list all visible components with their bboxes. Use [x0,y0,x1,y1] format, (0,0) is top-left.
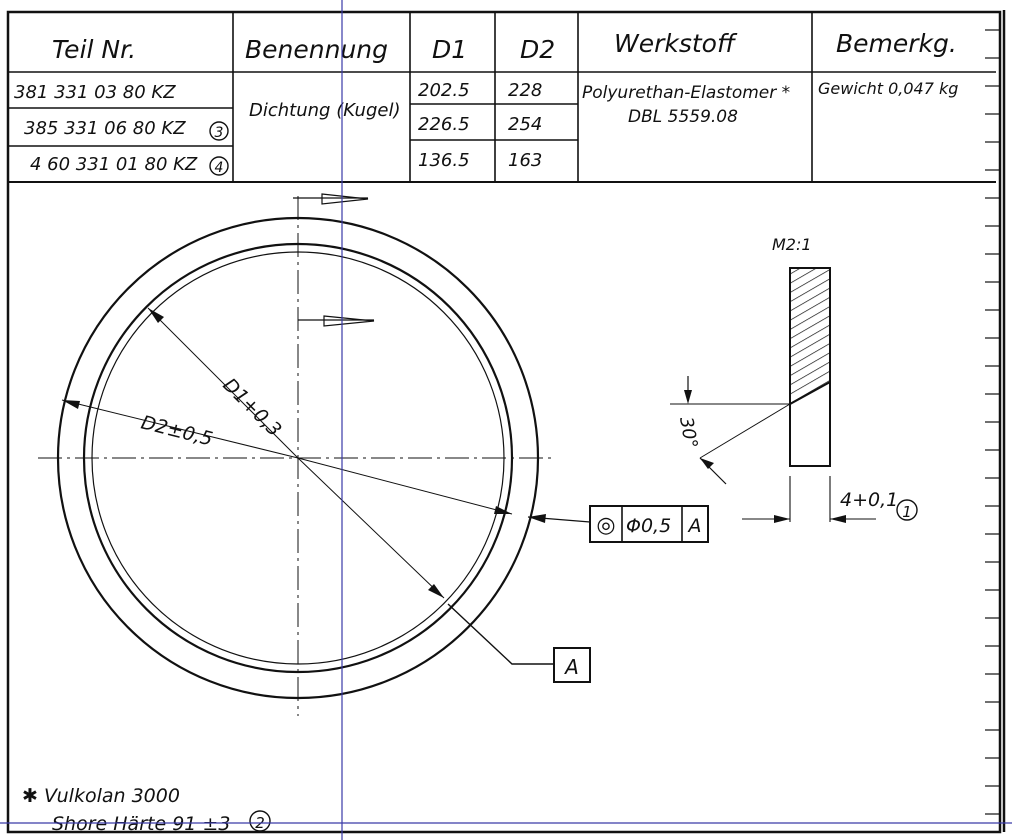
row3-note-number: 4 [215,160,224,176]
ring-view [38,196,556,716]
row2-d1: 226.5 [418,114,470,135]
material-note: ✱ Vulkolan 3000 [22,785,180,807]
width-dimension: 4+0,1 1 [742,489,918,523]
scale-label: M2:1 [772,235,812,254]
margin-ticks [985,29,1000,815]
row3-note-marker: 4 [209,156,229,176]
width-label: 4+0,1 [840,489,898,511]
feature-control-frame: ◎ Φ0,5 A [589,505,709,543]
d2-label: D2±0,5 [139,412,215,451]
section-profile [789,267,831,522]
row1-part-no: 381 331 03 80 KZ [14,82,176,103]
header-part-no: Teil Nr. [52,35,136,64]
datum-leader [297,457,554,665]
header-designation: Benennung [245,35,388,64]
shore-hardness-note: Shore Härte 91 ±3 [52,813,230,835]
header-d1: D1 [432,35,467,64]
row3-part-no: 4 60 331 01 80 KZ [30,154,198,175]
row1-d2: 228 [508,80,542,101]
header-remark: Bemerkg. [836,29,957,58]
section-hatched-area [789,267,831,406]
remark-weight: Gewicht 0,047 kg [818,79,958,98]
material-line1: Polyurethan-Elastomer * [582,83,790,103]
datum-box-letter: A [563,655,579,679]
material-line2: DBL 5559.08 [628,107,738,127]
row2-note-number: 3 [215,125,224,141]
shore-note-marker: 2 [249,810,271,832]
header-d2: D2 [520,35,555,64]
designation-value: Dichtung (Kugel) [249,100,400,121]
row3-d2: 163 [508,150,542,171]
d1-label: D1+0,3 [218,374,285,441]
section-arrow-top [293,193,369,205]
row2-note-marker: 3 [209,121,229,141]
row1-d1: 202.5 [418,80,470,101]
width-note-number: 1 [902,503,912,521]
fcf-concentricity-symbol: ◎ [596,513,615,538]
fcf-tolerance: Φ0,5 [626,515,671,537]
row3-d1: 136.5 [418,150,470,171]
angle-label: 30° [675,415,701,450]
row2-d2: 254 [508,114,542,135]
fcf-datum: A [687,515,702,537]
header-material: Werkstoff [614,29,738,58]
concentricity-leader [297,457,591,523]
angle-dimension: 30° [670,376,791,485]
section-arrow-middle [298,315,375,327]
parts-table-grid [8,12,996,183]
row2-part-no: 385 331 06 80 KZ [24,118,186,139]
section-lower-outline [789,382,831,467]
datum-box: A [553,647,591,683]
